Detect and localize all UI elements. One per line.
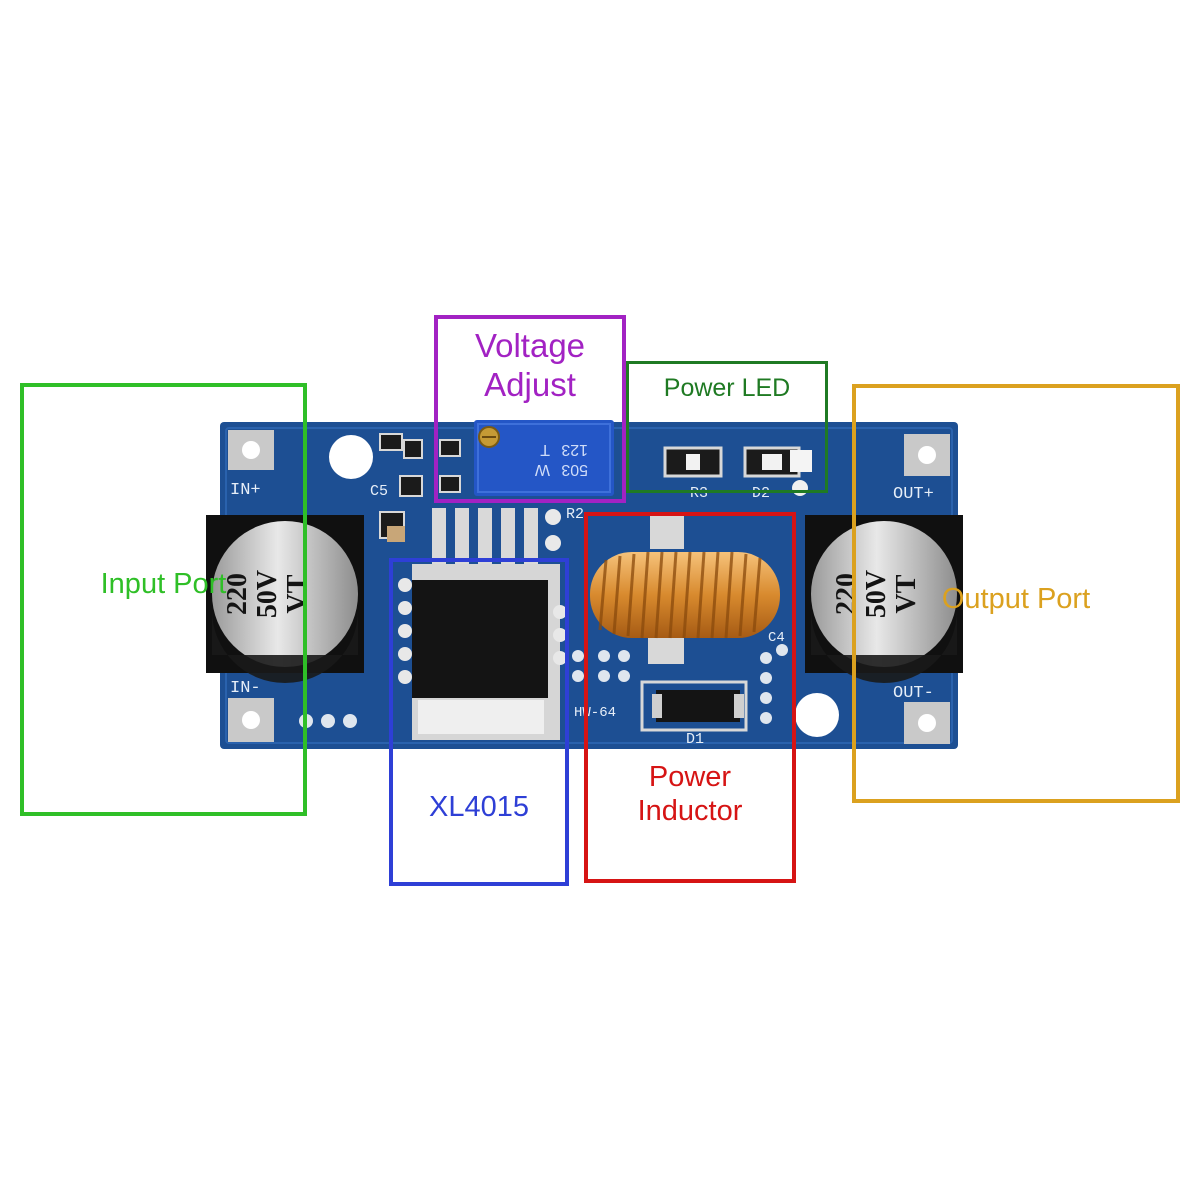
callout-power-inductor-label: Power Inductor — [637, 761, 743, 828]
silk-out-minus: OUT- — [893, 684, 934, 703]
pot-code-w: W — [534, 461, 550, 478]
pad-out-plus — [904, 434, 950, 476]
pcb-board — [220, 422, 958, 749]
callout-input-port-label: Input Port — [100, 568, 227, 600]
callout-output-port: Output Port — [852, 384, 1180, 803]
silk-in-plus: IN+ — [230, 481, 261, 500]
silk-d1: D1 — [686, 731, 704, 748]
potentiometer: 503 123 W T — [474, 420, 614, 496]
callout-power-led-label: Power LED — [663, 374, 791, 402]
pad-in-plus — [228, 430, 274, 470]
callout-output-port-label: Output Port — [941, 583, 1091, 615]
silk-r2: R2 — [566, 506, 584, 523]
pot-code-t: T — [540, 441, 550, 458]
cap-left-50v: 50V — [252, 570, 283, 618]
cap-right-50v: 50V — [861, 570, 892, 618]
pot-code-503: 503 — [561, 461, 588, 478]
pad-out-minus — [904, 702, 950, 744]
silk-r3: R3 — [690, 485, 708, 502]
silk-out-plus: OUT+ — [893, 485, 934, 504]
mount-hole-right — [795, 693, 839, 737]
silk-c5: C5 — [370, 483, 388, 500]
capacitor-left: 220 50V VT — [206, 515, 364, 683]
led-area-parts — [663, 446, 812, 496]
callout-voltage-adjust-label: Voltage Adjust — [474, 327, 586, 403]
smd-c5-parts — [379, 433, 461, 542]
pad-in-minus — [228, 698, 274, 742]
xl4015-chip — [398, 564, 567, 740]
cap-left-vt: VT — [282, 574, 313, 613]
callout-input-port: Input Port — [20, 383, 307, 816]
cap-left-220: 220 — [222, 573, 253, 615]
mount-hole-left — [329, 435, 373, 479]
capacitor-right: 220 50V VT — [805, 515, 963, 683]
cap-right-vt: VT — [891, 574, 922, 613]
pot-code-123: 123 — [561, 441, 588, 458]
cap-right-220: 220 — [831, 573, 862, 615]
silk-in-minus: IN- — [230, 679, 261, 698]
callout-power-led: Power LED — [626, 361, 828, 493]
callout-xl4015: XL4015 — [389, 558, 569, 886]
silk-c4: C4 — [768, 630, 785, 646]
chip-pin-strip — [432, 508, 561, 568]
via-dots — [299, 644, 788, 728]
callout-voltage-adjust: Voltage Adjust — [434, 315, 626, 503]
silk-d2: D2 — [752, 485, 770, 502]
callout-xl4015-label: XL4015 — [429, 791, 529, 823]
diode-d1 — [640, 680, 748, 732]
toroidal-inductor — [590, 551, 780, 639]
callout-power-inductor: Power Inductor — [584, 512, 796, 883]
